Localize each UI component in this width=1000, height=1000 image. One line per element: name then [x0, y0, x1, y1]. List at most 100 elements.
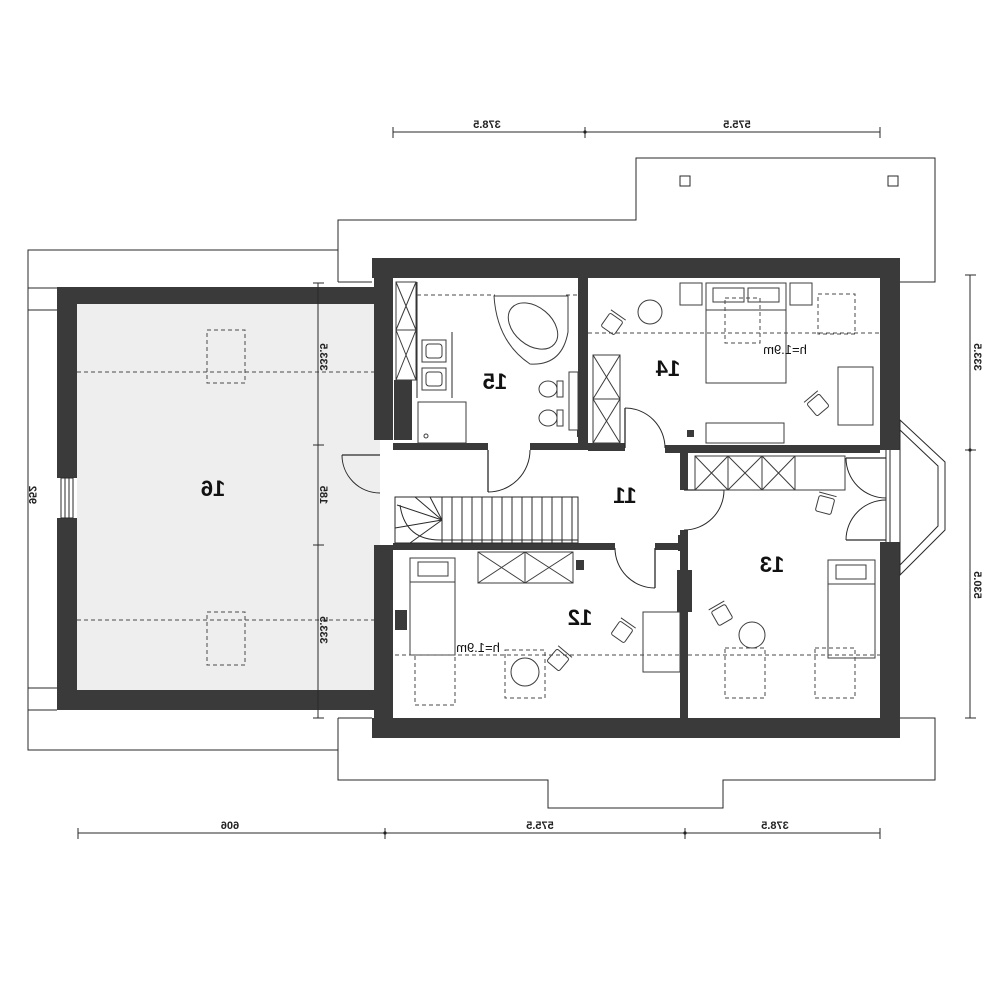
chair-icon: [815, 491, 837, 515]
chair-icon: [803, 390, 829, 416]
height-note: h=1.9m: [763, 342, 807, 357]
chair-seat: [807, 394, 829, 416]
room-label-14: 14: [655, 356, 680, 381]
bed-pillow: [417, 561, 449, 577]
chair-seat: [601, 313, 623, 335]
gable-line: [28, 287, 57, 711]
desk: [642, 611, 681, 673]
wardrobe: [694, 455, 846, 491]
door-swing-arc: [624, 407, 666, 449]
wall: [372, 718, 900, 738]
wardrobe: [477, 551, 574, 584]
dimension-dot: [968, 448, 972, 452]
wall: [655, 543, 688, 550]
wall: [57, 287, 380, 304]
roof-window: [814, 647, 856, 699]
roof-outline-top: [337, 157, 936, 283]
single-bed: [827, 559, 876, 659]
door-attic: [341, 454, 381, 494]
door-room-12: [614, 547, 656, 589]
chair-back: [557, 645, 573, 658]
dimension-label-right: 530.5: [971, 571, 983, 599]
installation-strip: [568, 371, 579, 431]
roof-vent-icon: [679, 175, 691, 187]
tall-cabinet: [395, 281, 417, 381]
bed-pillow: [835, 564, 867, 580]
balcony-door: [845, 457, 887, 541]
wardrobe-cross: [592, 354, 621, 400]
stair-handrail: [399, 504, 578, 541]
dimension-top: [392, 127, 881, 138]
roof-outline-left: [27, 249, 338, 751]
wall: [393, 543, 615, 550]
window-icon: [60, 477, 74, 519]
roof-window: [504, 649, 546, 699]
roof-window: [206, 329, 246, 384]
dimension-bottom: [77, 828, 881, 839]
stair-winder: [396, 504, 443, 521]
wardrobe-cross: [592, 398, 621, 444]
chimney: [394, 380, 412, 440]
round-table: [510, 657, 540, 687]
wall: [530, 443, 588, 450]
cabinet-cross: [395, 281, 417, 331]
stair-winder: [394, 519, 443, 529]
toilet-tank: [556, 409, 564, 427]
post: [577, 430, 584, 437]
door-swing-arc: [845, 457, 887, 499]
post: [576, 560, 584, 570]
bed-pillow: [747, 287, 780, 303]
pillar: [678, 535, 688, 551]
shower-icon: [417, 401, 467, 444]
roof-vent-icon: [887, 175, 899, 187]
pillar: [677, 570, 692, 612]
door-swing-arc: [487, 449, 531, 493]
wall: [57, 287, 77, 478]
dimension-dot: [683, 831, 687, 835]
toilet-bowl: [538, 409, 558, 427]
dimension-label-bottom: 575.5: [526, 820, 554, 832]
wall: [680, 453, 688, 490]
post: [687, 430, 694, 437]
room-label-15: 15: [483, 369, 507, 394]
single-bed: [409, 557, 456, 656]
dimension-label-inner: 333.5: [317, 343, 329, 371]
chair-back: [610, 309, 626, 321]
bed-pillow: [712, 287, 745, 303]
toilet-icon: [538, 409, 564, 427]
sink-bowl: [425, 371, 443, 387]
low-cabinet: [705, 422, 785, 444]
stair-winder: [409, 519, 443, 544]
roof-outline: [27, 157, 936, 809]
wall: [57, 690, 380, 710]
dimension-label-top: 378.5: [473, 119, 501, 131]
wardrobe-cross: [694, 455, 729, 491]
dimension-label-left: 952: [26, 486, 38, 504]
bidet-bowl: [538, 380, 558, 398]
dimension-label-bottom: 606: [221, 820, 239, 832]
bathtub-icon: [493, 295, 569, 365]
bay-window-inner: [899, 428, 939, 567]
wall: [880, 542, 900, 738]
nightstand: [789, 282, 813, 306]
roof-window: [414, 654, 456, 706]
shelf: [794, 455, 846, 491]
wall: [680, 530, 688, 718]
door-room-13: [683, 489, 725, 531]
door-swing-arc: [845, 499, 887, 541]
wardrobe: [592, 354, 621, 444]
dimension-inner: [313, 282, 324, 719]
wall: [588, 443, 625, 451]
chair-seat: [815, 495, 835, 515]
sink-bowl: [425, 343, 443, 359]
chair-back: [819, 491, 837, 498]
door-swing-arc: [683, 489, 725, 531]
wardrobe-cross: [727, 455, 763, 491]
stair-winder: [414, 496, 443, 521]
door-room-14: [624, 407, 666, 449]
sink-icon: [421, 367, 447, 391]
chair-back: [803, 390, 819, 403]
wall: [372, 258, 900, 278]
wall: [57, 518, 77, 710]
dimension-label-bottom: 378.5: [761, 820, 789, 832]
